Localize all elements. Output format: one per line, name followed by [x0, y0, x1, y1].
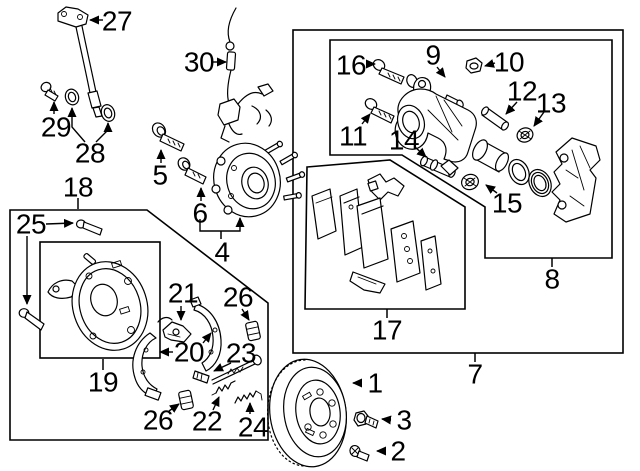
callout-6[interactable]: 6 — [192, 198, 208, 229]
callout-5[interactable]: 5 — [152, 160, 168, 191]
callout-29[interactable]: 29 — [41, 112, 72, 143]
anchor-pin-bottom-drawing — [18, 308, 45, 331]
leader-lines — [22, 15, 553, 456]
callout-3[interactable]: 3 — [396, 405, 412, 436]
bolt-6-drawing — [177, 157, 207, 185]
bleeder-cap-drawing — [465, 57, 483, 74]
adjuster-assembly-drawing — [192, 354, 262, 385]
callout-25[interactable]: 25 — [16, 209, 47, 240]
piston-drawing — [472, 139, 510, 173]
callout-30[interactable]: 30 — [184, 47, 215, 78]
callout-27[interactable]: 27 — [102, 6, 133, 37]
callout-26-top[interactable]: 26 — [223, 282, 254, 313]
pin-boot-15-drawing — [461, 173, 479, 191]
callout-24[interactable]: 24 — [238, 412, 269, 443]
hold-down-spring-drawing — [234, 390, 263, 404]
callout-7[interactable]: 7 — [467, 359, 483, 390]
callout-11[interactable]: 11 — [339, 121, 368, 152]
banjo-bolt-drawing — [40, 81, 59, 102]
caliper-bracket-drawing — [551, 137, 601, 223]
brake-hose-drawing — [57, 6, 103, 118]
brake-rotor-drawing — [266, 358, 347, 468]
screw-2-drawing — [349, 444, 370, 462]
callout-10[interactable]: 10 — [494, 47, 525, 78]
callout-26-bottom[interactable]: 26 — [143, 405, 174, 436]
piston-boot-drawing — [528, 168, 552, 198]
callout-21[interactable]: 21 — [168, 278, 199, 309]
guide-pin-12-drawing — [480, 106, 510, 131]
callout-28[interactable]: 28 — [75, 138, 106, 169]
callout-labels: 27 30 29 28 18 25 19 5 6 4 16 9 10 11 12… — [16, 6, 567, 467]
hold-down-cylinder-top-drawing — [245, 320, 261, 342]
callout-1[interactable]: 1 — [367, 368, 383, 399]
callout-13[interactable]: 13 — [536, 88, 567, 119]
hub-assembly-drawing — [211, 140, 306, 218]
bolt-5-drawing — [151, 122, 185, 152]
caliper-body-drawing — [394, 77, 477, 176]
callout-19[interactable]: 19 — [88, 367, 119, 398]
brake-shoe-right-drawing — [189, 296, 222, 372]
brake-shoe-left-drawing — [132, 332, 162, 401]
group-box-8 — [329, 39, 613, 259]
callout-20[interactable]: 20 — [174, 337, 205, 368]
callout-2[interactable]: 2 — [390, 436, 406, 467]
return-spring-drawing — [211, 380, 236, 396]
callout-8[interactable]: 8 — [544, 264, 560, 295]
callout-12[interactable]: 12 — [507, 76, 538, 107]
brake-pad-kit-drawing — [311, 173, 442, 294]
callout-17[interactable]: 17 — [372, 315, 403, 346]
callout-4[interactable]: 4 — [214, 237, 230, 268]
callout-16[interactable]: 16 — [336, 50, 367, 81]
pin-boot-13-drawing — [516, 127, 534, 143]
callout-15[interactable]: 15 — [492, 188, 523, 219]
anchor-pin-top-drawing — [75, 219, 103, 236]
mounting-bolt-11-drawing — [364, 98, 395, 124]
callout-9[interactable]: 9 — [425, 40, 441, 71]
adjuster-lever-drawing — [157, 316, 192, 343]
hold-down-cylinder-bottom-drawing — [178, 389, 194, 411]
abs-sensor-drawing — [217, 7, 274, 143]
callout-23[interactable]: 23 — [226, 338, 257, 369]
backing-plate-drawing — [47, 253, 149, 351]
caliper-bolt-16-drawing — [372, 59, 405, 85]
callout-14[interactable]: 14 — [389, 125, 420, 156]
piston-seal-drawing — [508, 158, 530, 186]
callout-22[interactable]: 22 — [192, 406, 223, 437]
bolt-3-drawing — [353, 410, 379, 429]
callout-18[interactable]: 18 — [63, 172, 94, 203]
sealing-washers-drawing — [64, 88, 116, 122]
